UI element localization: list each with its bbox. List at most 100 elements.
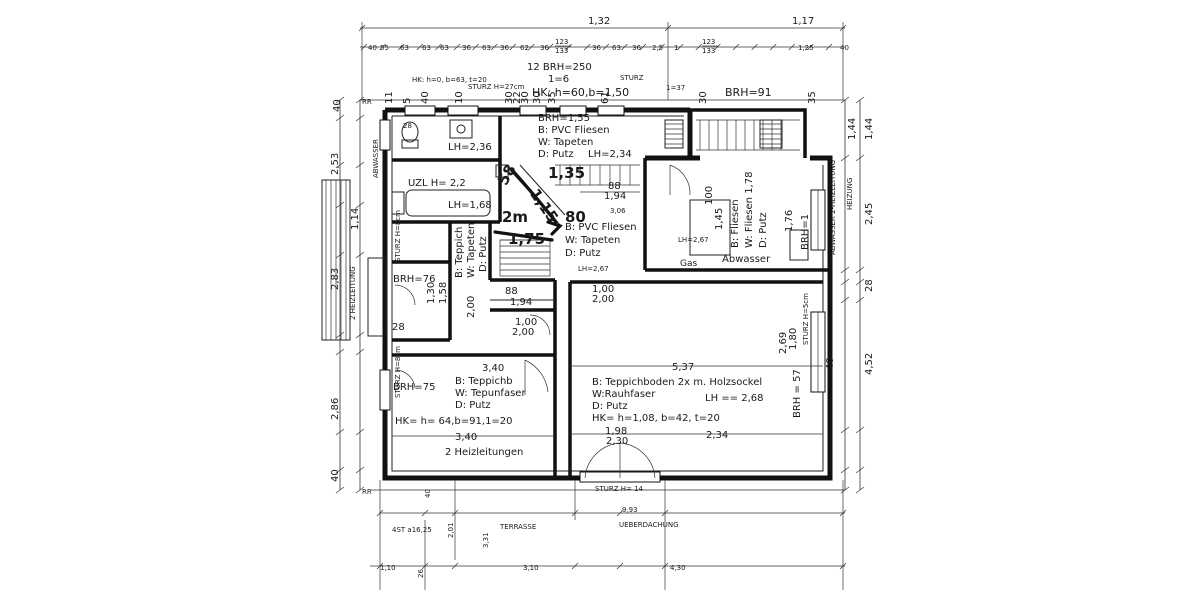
hall-w: W: Tapeten [565, 235, 620, 246]
left-heizleitung: 2 HEIZLEITUNG [349, 266, 357, 320]
right-dim-1: 2,45 [864, 203, 875, 225]
utility-100: 100 [704, 186, 715, 205]
mid-100b: 1,00 [592, 284, 614, 295]
bottom-total: 9,93 [622, 506, 638, 514]
bottom-part-1: 1,10 [380, 564, 396, 572]
living-234: 2,34 [706, 430, 728, 441]
top-dim-16: 123 [702, 38, 715, 46]
right-dim-4: 40 [825, 357, 836, 370]
top-dim-8: 62 [520, 44, 529, 52]
room-mid: 88 1,94 1,00 2,00 1,00 2,00 [505, 284, 614, 338]
mid-100: 1,00 [515, 317, 537, 328]
row2-num-0: 11 [384, 91, 395, 104]
top-dim-11: 36 [592, 44, 601, 52]
right-heizung: HEIZUNG [846, 178, 854, 210]
row2-num-7: 30 [532, 91, 543, 104]
mid-194: 1,94 [510, 297, 532, 308]
left-hk: HK= h= 64,b=91,1=20 [395, 416, 513, 427]
left-dim-4: 2,86 [330, 398, 341, 420]
utility-lh: LH=2,67 [678, 236, 709, 244]
hall-lh: LH=2,67 [578, 265, 609, 273]
living-230: 2,30 [606, 436, 628, 447]
top-dim-18: 40 [840, 44, 849, 52]
hand-80: 80 [565, 208, 586, 226]
bottom-40: 40 [424, 489, 432, 498]
living-brh: BRH = 57 [792, 369, 803, 418]
left-dim-2: 1,14 [350, 208, 361, 230]
top-dim-4: 63 [440, 44, 449, 52]
room-stairs: 88 1,94 3,06 [580, 181, 640, 215]
hk-main: HK: h=60,b=1,50 [532, 86, 629, 99]
stairs-306: 3,06 [610, 207, 626, 215]
top-dim-0: 40 [368, 44, 377, 52]
left-brh: BRH=75 [393, 382, 435, 393]
left-rr: RR [362, 98, 372, 106]
stairs-88: 88 [608, 181, 621, 192]
living-180: 1,80 [788, 328, 799, 350]
storage-sturz: STURZ H=8cm [394, 210, 402, 262]
row2-num-3: 10 [454, 91, 465, 104]
top-dim-2: 63 [400, 44, 409, 52]
kitchen-d: D: Putz [538, 149, 574, 160]
sturz-top: STURZ [620, 74, 644, 82]
utility-gas: Gas [680, 259, 697, 269]
t37-note: 1=37 [666, 84, 685, 92]
small-d1: 1,30 [426, 282, 437, 304]
room-kitchen: BRH=1,55 B: PVC Fliesen W: Tapeten D: Pu… [538, 113, 632, 160]
bottom-dimensions: STURZ H= 14 9,93 TERRASSE UEBERDACHUNG 1… [370, 480, 847, 590]
utility-176: 1,76 [784, 210, 795, 232]
row2-num-5: 22 [512, 91, 523, 104]
top-dim-17: 1,25 [798, 44, 814, 52]
right-dimension-chain: 1,44 2,45 28 4,52 40 1,44 ABWASSER 2-HEI… [825, 96, 875, 494]
utility-d: D: Putz [758, 212, 769, 248]
mid-200b: 2,00 [592, 294, 614, 305]
small-brh: BRH=76 [393, 274, 435, 285]
bottom-part-2: 3,10 [523, 564, 539, 572]
living-b: B: Teppichboden 2x m. Holzsockel [592, 377, 762, 388]
room-living: 5,37 B: Teppichboden 2x m. Holzsockel W:… [570, 293, 823, 447]
left-abwasser: ABWASSER [372, 139, 380, 178]
left-w: W: Tepunfaser [455, 388, 526, 399]
living-d: D: Putz [592, 401, 628, 412]
stairs-194: 1,94 [604, 191, 626, 202]
brh-250: 12 BRH=250 [527, 62, 592, 73]
bottom-stairs-note: 4ST a16,25 [392, 526, 432, 534]
brh-91: BRH=91 [725, 86, 772, 99]
left-heiz: 2 Heizleitungen [445, 447, 523, 458]
fixtures [321, 119, 809, 479]
hall-b: B: PVC Fliesen [565, 222, 637, 233]
kitchen-w: W: Tapeten [538, 137, 593, 148]
top-dim-10: 123 [555, 38, 568, 46]
bottom-part-3: 4,30 [670, 564, 686, 572]
right-dim-0: 1,44 [864, 118, 875, 140]
mid-200: 2,00 [512, 327, 534, 338]
room-bath: UZL H= 2,2 LH=1,68 [408, 178, 492, 211]
bottom-terrasse: TERRASSE [499, 523, 536, 531]
right-dim-5: 1,44 [847, 118, 858, 140]
sturz-small: STURZ H=27cm [468, 83, 525, 91]
top-dim-13: 36 [632, 44, 641, 52]
storage-w: W: Tapeten [466, 223, 477, 278]
kitchen-brh: BRH=1,55 [538, 113, 590, 124]
top-dim-12: 63 [612, 44, 621, 52]
left-dim-3: 2,83 [330, 268, 341, 290]
stair-annex [664, 108, 807, 158]
room-hall: B: PVC Fliesen W: Tapeten D: Putz LH=2,6… [565, 222, 637, 273]
left-dim-0: 40 [332, 99, 343, 112]
row2-num-4: 30 [504, 91, 515, 104]
living-w: W:Rauhfaser [592, 389, 656, 400]
top-dim-16-b: 133 [702, 47, 715, 55]
room-left-lower: 3,40 BRH=75 STURZ H=8cm B: Teppichb W: T… [392, 346, 555, 458]
small-d3: 2,00 [466, 296, 477, 318]
left-d: D: Putz [455, 400, 491, 411]
top-dim-6: 63 [482, 44, 491, 52]
right-dim-3: 4,52 [864, 353, 875, 375]
small-n: 28 [392, 322, 405, 333]
left-width2: 3,40 [455, 432, 477, 443]
top-notes: 12 BRH=250 HK: h=0, b=63, t=20 STURZ H=2… [360, 62, 845, 104]
dim-top-total-2: 1,17 [792, 16, 814, 27]
bath-uzl: UZL H= 2,2 [408, 178, 466, 189]
bottom-201: 2,01 [447, 522, 455, 538]
